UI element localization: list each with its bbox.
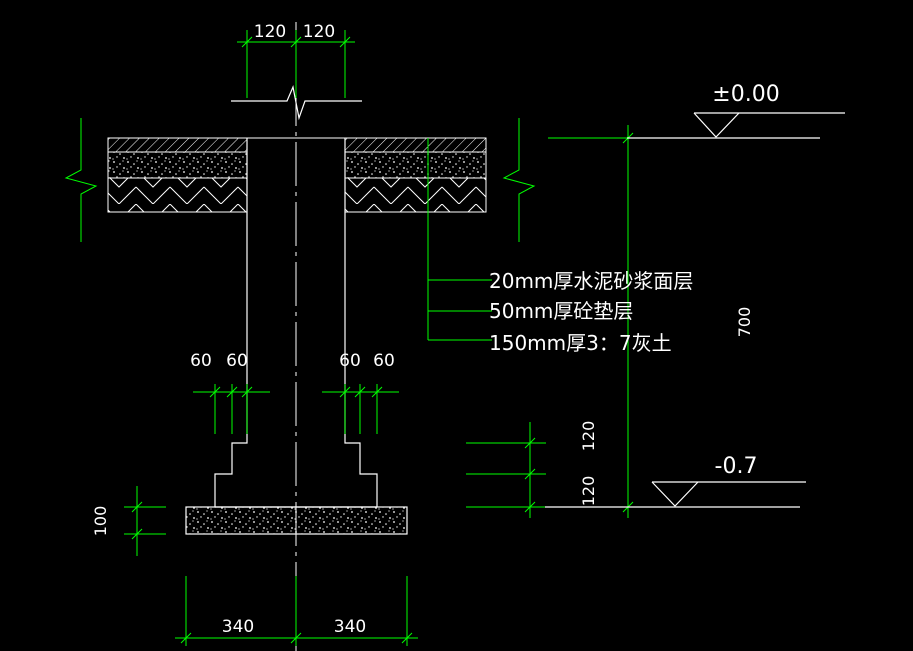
floor-layers-right (344, 137, 487, 213)
dim-top-left: 120 (254, 22, 286, 42)
dim-total-depth: 700 (735, 307, 754, 338)
layer-label-1: 20mm厚水泥砂浆面层 (489, 269, 693, 293)
dim-step-right-a: 60 (339, 351, 361, 371)
dim-base-right: 340 (334, 617, 366, 637)
dim-base-left: 340 (222, 617, 254, 637)
dim-step-right-b: 60 (373, 351, 395, 371)
dim-pad-height: 100 (91, 506, 110, 537)
dim-top-right: 120 (303, 22, 335, 42)
dim-step-left-b: 60 (226, 351, 248, 371)
dim-step-left-a: 60 (190, 351, 212, 371)
dimension-lines (64, 30, 640, 646)
elevation-ground-label: ±0.00 (712, 82, 779, 107)
layer-label-3: 150mm厚3：7灰土 (489, 331, 672, 355)
floor-layers-left (107, 137, 248, 213)
elevation-markers (545, 112, 845, 508)
dim-step-height-lower: 120 (579, 476, 598, 507)
dim-step-height-upper: 120 (579, 421, 598, 452)
layer-label-2: 50mm厚砼垫层 (489, 299, 633, 323)
elevation-footing-label: -0.7 (715, 454, 758, 479)
